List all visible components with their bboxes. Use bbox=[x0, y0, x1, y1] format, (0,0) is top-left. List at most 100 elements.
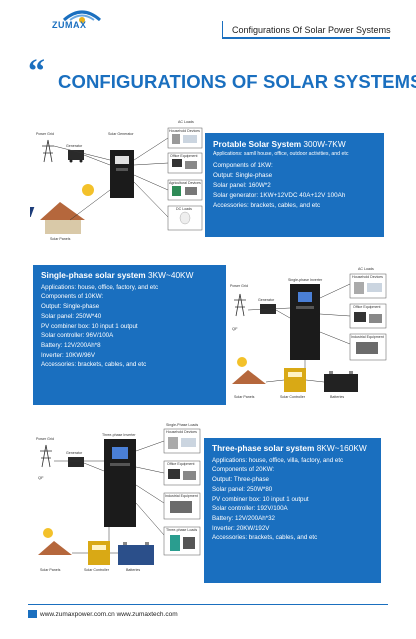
system3-title: Three-phase solar system 8KW~160KW bbox=[212, 443, 373, 454]
battery-icon bbox=[118, 545, 154, 565]
system3-diagram: QF Power Grid Generator Three-phase Inve… bbox=[0, 423, 204, 583]
svg-text:QF: QF bbox=[232, 326, 238, 331]
system3-line: PV combiner box: 10 input 1 output bbox=[212, 495, 309, 503]
solar-controller-icon bbox=[88, 541, 110, 565]
header-underline bbox=[222, 37, 390, 39]
system3-line: Components of 20KW: bbox=[212, 466, 275, 474]
power-grid-icon bbox=[42, 139, 54, 163]
quote-mark-icon: “ bbox=[28, 53, 45, 90]
label-generator: Generator bbox=[66, 451, 83, 455]
solar-controller-icon bbox=[284, 368, 306, 392]
system2-line: PV combiner box: 10 input 1 output bbox=[41, 322, 138, 330]
brand-name: ZUMAX bbox=[52, 20, 87, 30]
system1-line: Solar generator: 1KW+12VDC 40A+12V 100Ah bbox=[213, 192, 346, 199]
system1-line: Components of 1KW: bbox=[213, 162, 273, 169]
label-power-grid: Power Grid bbox=[36, 132, 54, 136]
system3-line: Battery: 12V/200Ah*32 bbox=[212, 514, 275, 522]
system3-line: Solar controller: 192V/100A bbox=[212, 505, 288, 513]
system2-range: 3KW~40KW bbox=[148, 270, 194, 280]
label-office: Office Equipment bbox=[353, 305, 381, 309]
label-batteries: Batteries bbox=[330, 395, 345, 399]
label-batteries: Batteries bbox=[126, 568, 141, 572]
generator-icon bbox=[68, 150, 84, 160]
label-agri: Agricultural Devices bbox=[169, 181, 201, 185]
label-household: Household Devices bbox=[169, 129, 200, 133]
system2-title: Single-phase solar system 3KW~40KW bbox=[41, 270, 222, 281]
roof-icon bbox=[232, 370, 266, 384]
system2-diagram-svg: QF bbox=[193, 273, 387, 392]
label-generator: Generator bbox=[258, 298, 275, 302]
system1-line: Output: Single-phase bbox=[213, 172, 273, 179]
system1-infobox: Protable Solar System 300W-7KW Applicati… bbox=[205, 133, 384, 237]
system1-line: Solar panel: 160W*2 bbox=[213, 182, 271, 189]
label-solar-controller: Solar Controller bbox=[280, 395, 305, 399]
system2-line: Output: Single-phase bbox=[41, 303, 100, 311]
label-household: Household Devices bbox=[166, 430, 197, 434]
system3-line: Solar panel: 250W*80 bbox=[212, 485, 273, 493]
system1-line: Accessories: brackets, cables, and etc bbox=[213, 202, 321, 209]
label-power-grid: Power Grid bbox=[36, 437, 54, 441]
label-solar-panels: Solar Panels bbox=[234, 395, 255, 399]
system3-diagram-svg: QF bbox=[0, 428, 201, 565]
label-industrial: Industrial Equipment bbox=[165, 494, 198, 498]
label-inverter: Single-phase Inverter bbox=[288, 278, 323, 282]
header-divider bbox=[222, 21, 223, 37]
zumax-logo-icon bbox=[63, 10, 101, 23]
system3-line: Inverter: 20KW/192V bbox=[212, 524, 270, 532]
system1-applications: Applications: samll house, office, outdo… bbox=[213, 151, 349, 157]
roof-icon bbox=[40, 202, 85, 220]
label-ac-loads: AC Loads bbox=[178, 120, 194, 124]
page-title: CONFIGURATIONS OF SOLAR SYSTEMS bbox=[58, 71, 416, 92]
system2-line: Inverter: 10KW/96V bbox=[41, 351, 95, 359]
system1-diagram: Power Grid Generator Solar Generator Sol… bbox=[12, 120, 210, 255]
system2-line: Applications: house, office, factory, an… bbox=[41, 283, 159, 291]
header-title: Configurations Of Solar Power Systems bbox=[232, 25, 391, 35]
footer-divider bbox=[28, 604, 388, 605]
label-office: Office Equipment bbox=[167, 462, 195, 466]
roof-icon bbox=[38, 541, 72, 555]
system2-infobox: Single-phase solar system 3KW~40KW Appli… bbox=[33, 265, 230, 405]
system1-title: Protable Solar System 300W-7KW bbox=[213, 139, 376, 149]
label-three-phase: Three-phase Loads bbox=[166, 528, 198, 532]
system3-title-text: Three-phase solar system bbox=[212, 443, 315, 453]
system1-title-text: Protable Solar System bbox=[213, 139, 302, 149]
system2-diagram: QF Power Grid Generator Single-phase Inv… bbox=[193, 258, 391, 410]
system2-line: Components of 10KW: bbox=[41, 293, 104, 301]
solar-panel-icon bbox=[12, 207, 35, 217]
battery-icon bbox=[324, 374, 358, 392]
generator-icon bbox=[68, 457, 84, 467]
power-grid-icon bbox=[40, 444, 52, 468]
label-industrial: Industrial Equipment bbox=[351, 335, 384, 339]
system2-title-text: Single-phase solar system bbox=[41, 270, 146, 280]
label-household: Household Devices bbox=[352, 275, 383, 279]
label-solar-panels: Solar Panels bbox=[40, 568, 61, 572]
system3-line: Applications: house, office, villa, fact… bbox=[212, 456, 344, 464]
label-power-grid: Power Grid bbox=[230, 284, 248, 288]
label-generator: Generator bbox=[66, 144, 83, 148]
svg-text:QF: QF bbox=[38, 475, 44, 480]
light-bulb-icon bbox=[179, 211, 191, 225]
power-grid-icon bbox=[234, 293, 246, 317]
web-icon bbox=[28, 610, 37, 618]
label-ac-loads: AC Loads bbox=[358, 267, 374, 271]
system2-line: Accessories: brackets, cables, and etc bbox=[41, 361, 147, 369]
system2-line: Solar controller: 96V/100A bbox=[41, 332, 114, 340]
system2-line: Battery: 12V/200Ah*8 bbox=[41, 341, 101, 349]
sun-icon bbox=[82, 184, 94, 196]
system3-line: Output: Three-phase bbox=[212, 476, 269, 484]
sun-icon bbox=[43, 528, 53, 538]
system2-line: Solar panel: 250W*40 bbox=[41, 312, 102, 320]
system3-infobox: Three-phase solar system 8KW~160KW Appli… bbox=[204, 438, 381, 583]
label-solar-panels: Solar Panels bbox=[50, 237, 71, 241]
system1-diagram-svg bbox=[12, 127, 203, 234]
system1-range: 300W-7KW bbox=[303, 139, 346, 149]
label-office: Office Equipment bbox=[170, 154, 198, 158]
system3-line: Accessories: brackets, cables, and etc bbox=[212, 534, 318, 542]
label-single-loads: Single-Phase Loads bbox=[166, 423, 199, 427]
system3-range: 8KW~160KW bbox=[316, 443, 367, 453]
label-solar-generator: Solar Generator bbox=[108, 132, 134, 136]
page-header: ZUMAX Configurations Of Solar Power Syst… bbox=[0, 0, 416, 44]
label-dc-loads: DC Loads bbox=[176, 207, 192, 211]
footer-websites[interactable]: www.zumaxpower.com.cn www.zumaxtech.com bbox=[40, 611, 178, 618]
label-solar-controller: Solar Controller bbox=[84, 568, 109, 572]
